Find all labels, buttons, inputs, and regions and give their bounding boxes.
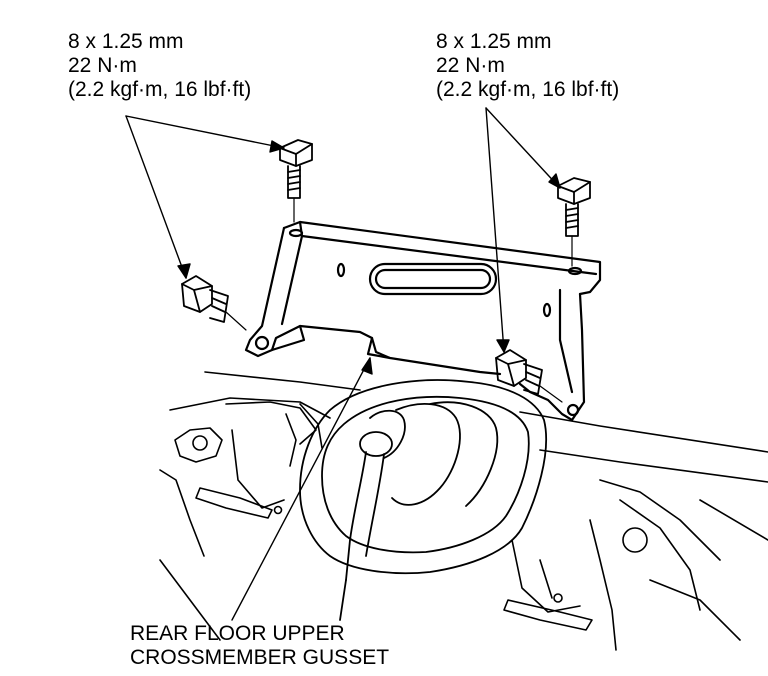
vehicle-floor-structure	[160, 372, 768, 650]
left-bolt-torque-nm: 22 N·m	[68, 54, 137, 77]
bolt-top-left	[280, 140, 312, 222]
left-bolt-torque-spec: 8 x 1.25 mm 22 N·m (2.2 kgf·m, 16 lbf·ft…	[68, 30, 251, 102]
bolt-side-left	[182, 276, 246, 330]
left-bolt-torque-alt: (2.2 kgf·m, 16 lbf·ft)	[68, 78, 252, 101]
tank-housing	[300, 380, 546, 620]
leader-arrows	[126, 108, 560, 620]
gusset-label-line2: CROSSMEMBER GUSSET	[130, 646, 390, 669]
right-bolt-torque-spec: 8 x 1.25 mm 22 N·m (2.2 kgf·m, 16 lbf·ft…	[436, 30, 619, 102]
gusset-label-line1: REAR FLOOR UPPER	[130, 622, 345, 645]
right-bolt-torque-alt: (2.2 kgf·m, 16 lbf·ft)	[436, 78, 620, 101]
gusset-part-label: REAR FLOOR UPPER CROSSMEMBER GUSSET	[130, 622, 389, 670]
right-bolt-torque-nm: 22 N·m	[436, 54, 505, 77]
bolt-top-right	[558, 178, 590, 266]
bolt-side-right	[496, 350, 562, 402]
left-bolt-size: 8 x 1.25 mm	[68, 30, 184, 53]
right-bolt-size: 8 x 1.25 mm	[436, 30, 552, 53]
